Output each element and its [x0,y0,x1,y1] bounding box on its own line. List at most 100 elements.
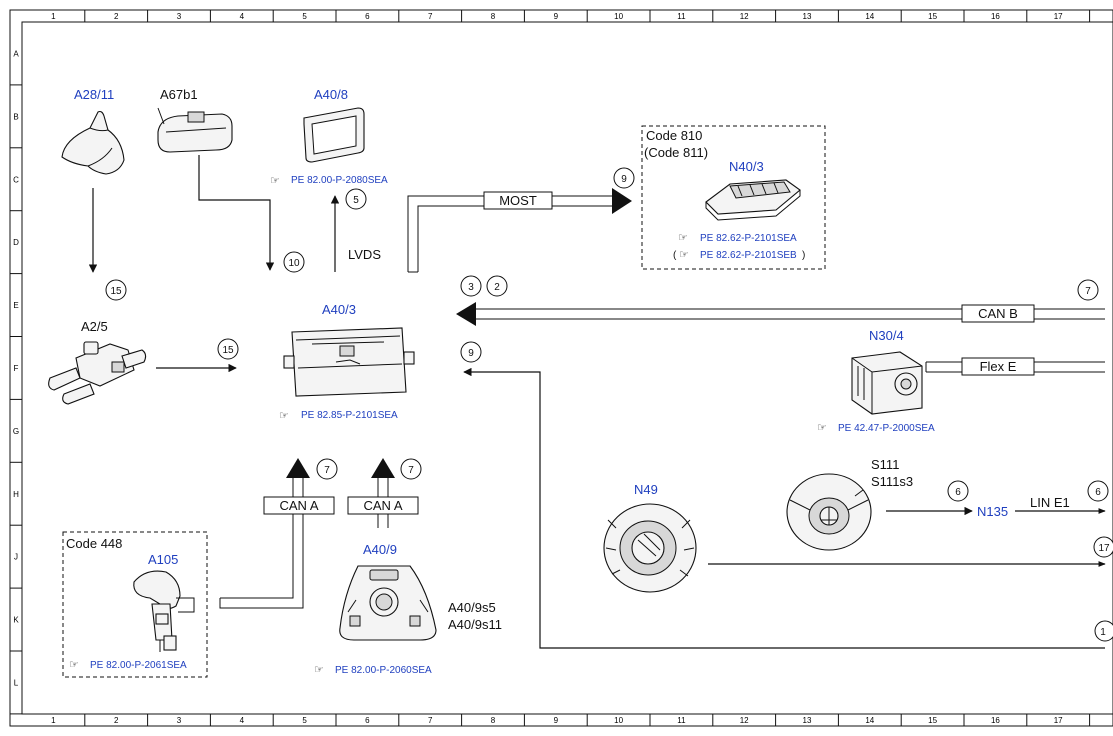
a40-9-label: A40/9 [363,542,397,557]
grid-column-label: 16 [991,716,1000,725]
grid-column-label: 7 [428,12,433,21]
a67b1-label: A67b1 [160,87,198,102]
n30-4-label: N30/4 [869,328,904,343]
controller-a40-9[interactable]: A40/9 [339,542,437,641]
n40-3-ref2-close: ) [802,250,805,261]
callout-bottom: 1 [1100,627,1106,638]
module-n30-4[interactable]: N30/4 [851,328,923,415]
grid-column-label: 3 [177,716,182,725]
flex-e-label: Flex E [980,359,1017,374]
grid-column-label: 10 [614,716,623,725]
display-a40-8[interactable]: A40/8 [303,87,365,163]
grid-column-label: 14 [865,12,874,21]
grid-row-label: J [14,553,18,562]
n49-label: N49 [634,482,658,497]
grid-row-label: H [13,490,19,499]
grid-column-label: 9 [554,716,559,725]
callout-canb-2: 2 [494,282,500,293]
grid-column-label: 15 [928,12,937,21]
grid-column-label: 12 [740,12,749,21]
grid-row-label: K [13,616,19,625]
a40-9-ref-icon: ☞ [314,664,324,676]
grid-column-label: 5 [302,716,307,725]
callout-canb-3: 3 [468,282,474,293]
amplifier-n40-3[interactable]: N40/3 [705,159,801,221]
n40-3-ref2-paren: ( [673,250,677,261]
grid-column-label: 4 [240,716,245,725]
grid-column-label: 6 [365,12,370,21]
selector-lever-a105[interactable]: A105 [133,552,195,652]
callout-n49: 9 [468,348,474,359]
n40-3-label: N40/3 [729,159,764,174]
a40-9s5-label: A40/9s5 [448,600,496,615]
grid-column-label: 1 [51,12,56,21]
grid-column-label: 7 [428,716,433,725]
n40-3-ref1[interactable]: PE 82.62-P-2101SEA [700,233,797,244]
steering-angle-sensor-n49[interactable]: N49 [603,482,697,593]
grid-column-label: 2 [114,716,119,725]
antenna-a28-11[interactable]: A28/11 [61,87,125,175]
code-448: Code 448 [66,536,122,551]
grid-row-label: C [13,175,19,184]
code-810: Code 810 [646,128,702,143]
a28-11-label: A28/11 [74,87,114,102]
grid-column-label: 1 [51,716,56,725]
a40-3-ref[interactable]: PE 82.85-P-2101SEA [301,410,398,421]
grid-column-label: 5 [302,12,307,21]
callout-a25: 15 [222,345,234,356]
grid-column-label: 15 [928,716,937,725]
steering-wheel-s111[interactable]: S111 S111s3 [786,457,913,551]
grid-column-label: 13 [803,716,812,725]
head-unit-a40-3[interactable]: A40/3 [283,302,415,397]
n30-4-ref-icon: ☞ [817,422,827,434]
mirror-a67b1[interactable]: A67b1 [157,87,233,153]
grid-column-label: 14 [865,716,874,725]
grid-column-label: 17 [1054,12,1063,21]
s111-label: S111 [871,457,899,472]
grid-row-label: L [14,678,19,687]
a40-8-ref-icon: ☞ [270,175,280,187]
grid-row-label: A [13,49,19,58]
s111s3-label: S111s3 [871,474,913,489]
antenna-splitter-a2-5[interactable]: A2/5 [48,319,147,405]
grid-column-label: 11 [677,12,686,21]
lvds-label: LVDS [348,247,381,262]
grid-row-label: E [13,301,18,310]
grid-column-label: 3 [177,12,182,21]
callout-canb-7: 7 [1085,286,1091,297]
n135-label[interactable]: N135 [977,504,1008,519]
a105-ref-icon: ☞ [69,659,79,671]
can-a-left-label: CAN A [279,498,318,513]
a40-8-label: A40/8 [314,87,348,102]
grid-row-label: B [13,112,18,121]
callout-a28: 15 [110,286,122,297]
n30-4-ref[interactable]: PE 42.47-P-2000SEA [838,423,935,434]
callout-a40-8: 5 [353,195,359,206]
grid-column-label: 17 [1054,716,1063,725]
grid-row-label: G [13,427,19,436]
can-b-label: CAN B [978,306,1018,321]
grid-column-label: 8 [491,12,496,21]
a105-ref[interactable]: PE 82.00-P-2061SEA [90,660,187,671]
grid-column-label: 13 [803,12,812,21]
a40-9-ref[interactable]: PE 82.00-P-2060SEA [335,665,432,676]
a40-9s11-label: A40/9s11 [448,617,502,632]
callout-n135: 6 [955,487,961,498]
a40-8-ref[interactable]: PE 82.00-P-2080SEA [291,175,388,186]
a105-label: A105 [148,552,178,567]
n40-3-ref1-icon: ☞ [678,232,688,244]
grid-row-label: D [13,238,19,247]
grid-column-label: 9 [554,12,559,21]
grid-column-label: 10 [614,12,623,21]
callout-cana-left: 7 [324,465,330,476]
a40-3-ref-icon: ☞ [279,410,289,422]
callout-a67: 10 [288,258,300,269]
callout-cana-right: 7 [408,465,414,476]
grid-column-label: 11 [677,716,686,725]
n40-3-ref2[interactable]: PE 82.62-P-2101SEB [700,250,797,261]
grid-column-label: 4 [240,12,245,21]
can-a-right-label: CAN A [363,498,402,513]
callout-most: 9 [621,174,627,185]
